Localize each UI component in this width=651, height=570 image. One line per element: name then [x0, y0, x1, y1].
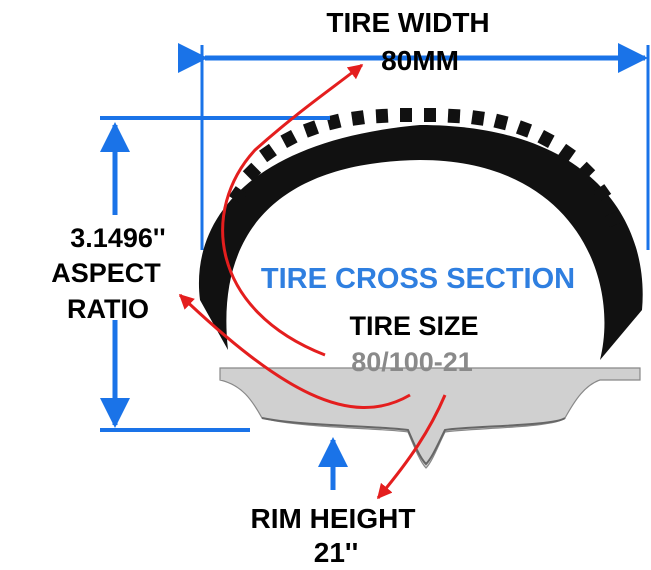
tire-width-value: 80MM — [381, 45, 459, 76]
tire-drawing — [198, 108, 643, 469]
aspect-line2: RATIO — [67, 294, 149, 324]
tire-size-value: 80/100-21 — [351, 347, 473, 377]
rim-height-value: 21'' — [314, 537, 358, 568]
rim-height-title: RIM HEIGHT — [251, 503, 416, 534]
red-arrow-to-rim — [376, 394, 447, 500]
tread-knobs — [228, 108, 623, 228]
tire-width-title: TIRE WIDTH — [326, 7, 489, 38]
annotation-arrows — [178, 63, 447, 500]
rim-profile — [219, 367, 641, 469]
red-arrow-to-width — [221, 63, 364, 357]
aspect-value: 3.1496'' — [70, 223, 165, 253]
aspect-line1: ASPECT — [51, 258, 161, 288]
tire-inner — [229, 168, 599, 355]
tire-size-title: TIRE SIZE — [349, 311, 478, 341]
red-arrow-to-aspect — [178, 293, 411, 410]
tire-tread — [198, 125, 643, 360]
cross-section-label: TIRE CROSS SECTION — [261, 263, 575, 295]
rim-highlight — [261, 417, 566, 466]
